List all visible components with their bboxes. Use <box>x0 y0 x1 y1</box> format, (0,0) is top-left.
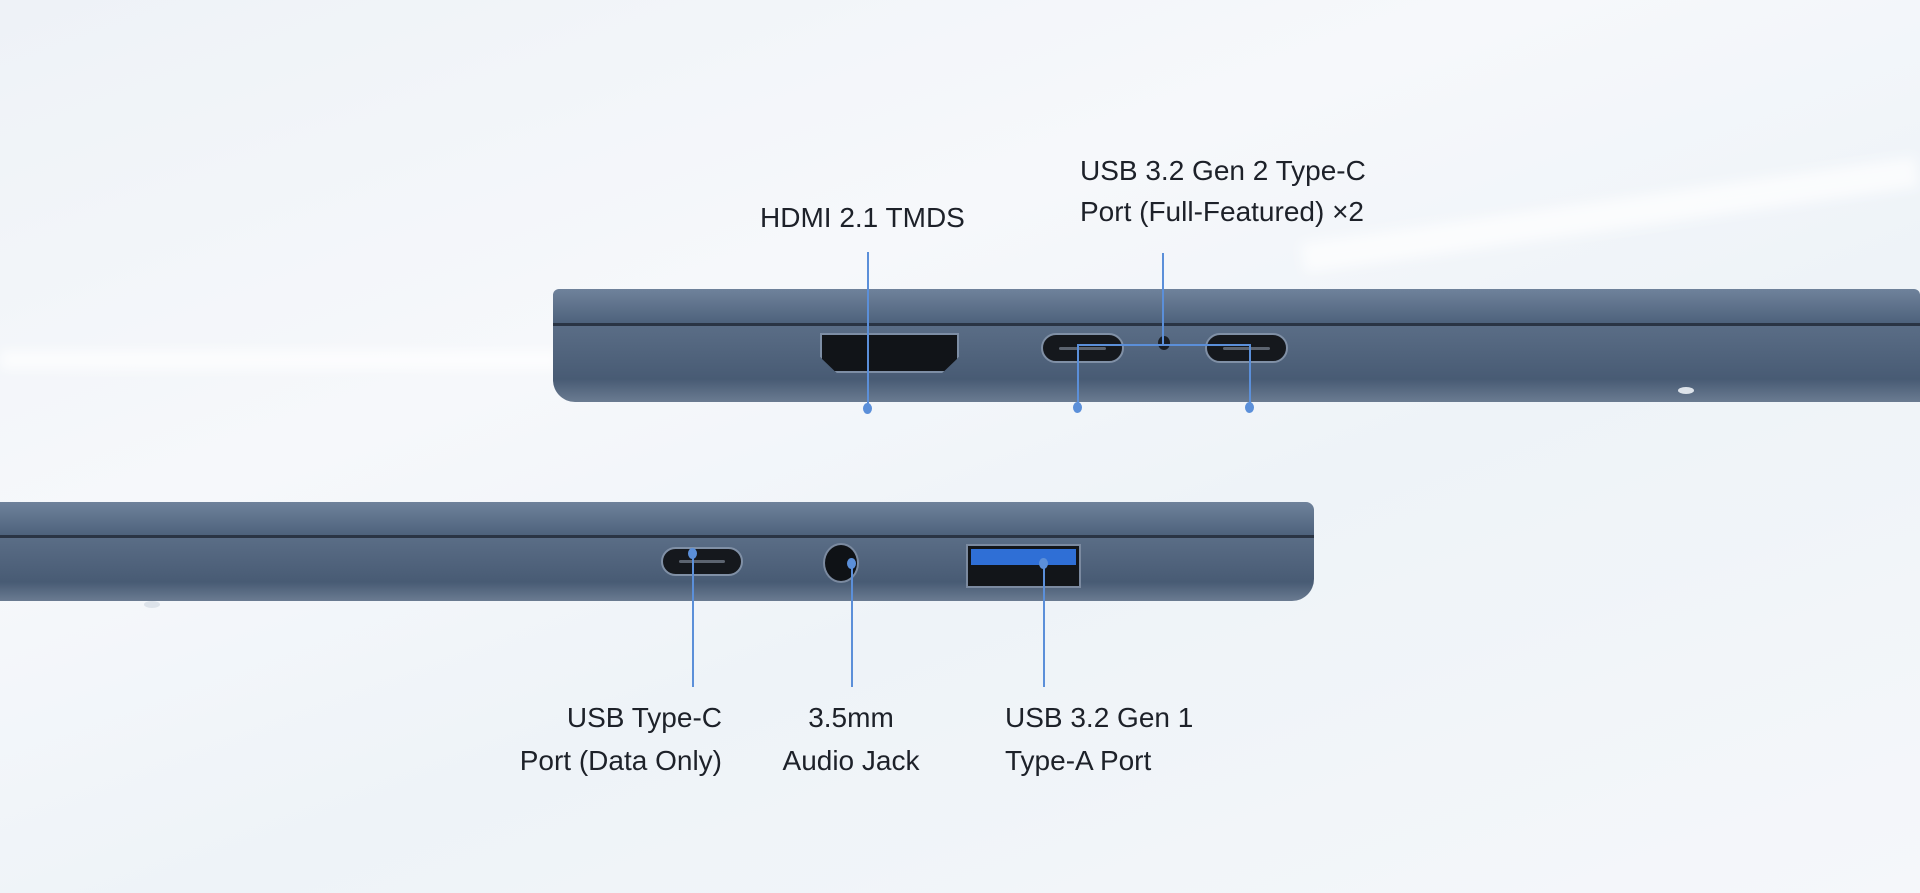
audio-label-line1: 3.5mm <box>808 702 894 733</box>
usbc-leader-dot <box>1245 402 1254 413</box>
audio-leader-line <box>851 563 853 687</box>
status-led <box>1158 336 1170 350</box>
laptop-base <box>0 538 1314 601</box>
laptop-lid <box>0 502 1314 535</box>
usbc-data-leader-line <box>692 553 694 687</box>
usbc-data-label-line2: Port (Data Only) <box>519 745 722 776</box>
usbc-data-label-line1: USB Type-C <box>566 702 722 733</box>
usba-label-line1: USB 3.2 Gen 1 <box>1005 702 1194 733</box>
usbc-full-label-line2: Port (Full-Featured) ×2 <box>1080 196 1364 227</box>
usbc-full-label-line1: USB 3.2 Gen 2 Type-C <box>1080 155 1366 186</box>
hdmi-label: HDMI 2.1 TMDS <box>760 202 965 233</box>
usba-label-line2: Type-A Port <box>1005 745 1152 776</box>
usbc-leader-line <box>1077 344 1079 407</box>
usba-port <box>966 544 1081 588</box>
lid-seam <box>0 535 1314 538</box>
usbc-leader-line <box>1249 344 1251 407</box>
usbc-leader-dot <box>1073 402 1082 413</box>
usbc-leader-bracket <box>1078 344 1251 346</box>
hdmi-leader-dot <box>863 403 872 414</box>
screw <box>1678 387 1694 394</box>
usbc-port <box>661 547 743 576</box>
laptop-lid <box>553 289 1920 323</box>
usbc-port <box>1041 333 1124 363</box>
lid-seam <box>553 323 1920 326</box>
usba-leader-line <box>1043 563 1045 687</box>
screw <box>144 601 160 608</box>
background-light-streak <box>1300 157 1920 273</box>
usba-tongue <box>971 549 1076 565</box>
usbc-leader-line <box>1162 253 1164 344</box>
audio-label-line2: Audio Jack <box>782 745 920 776</box>
hdmi-port <box>820 333 959 373</box>
usbc-port <box>1205 333 1288 363</box>
hdmi-leader-line <box>867 252 869 408</box>
background-light-streak <box>0 350 560 370</box>
